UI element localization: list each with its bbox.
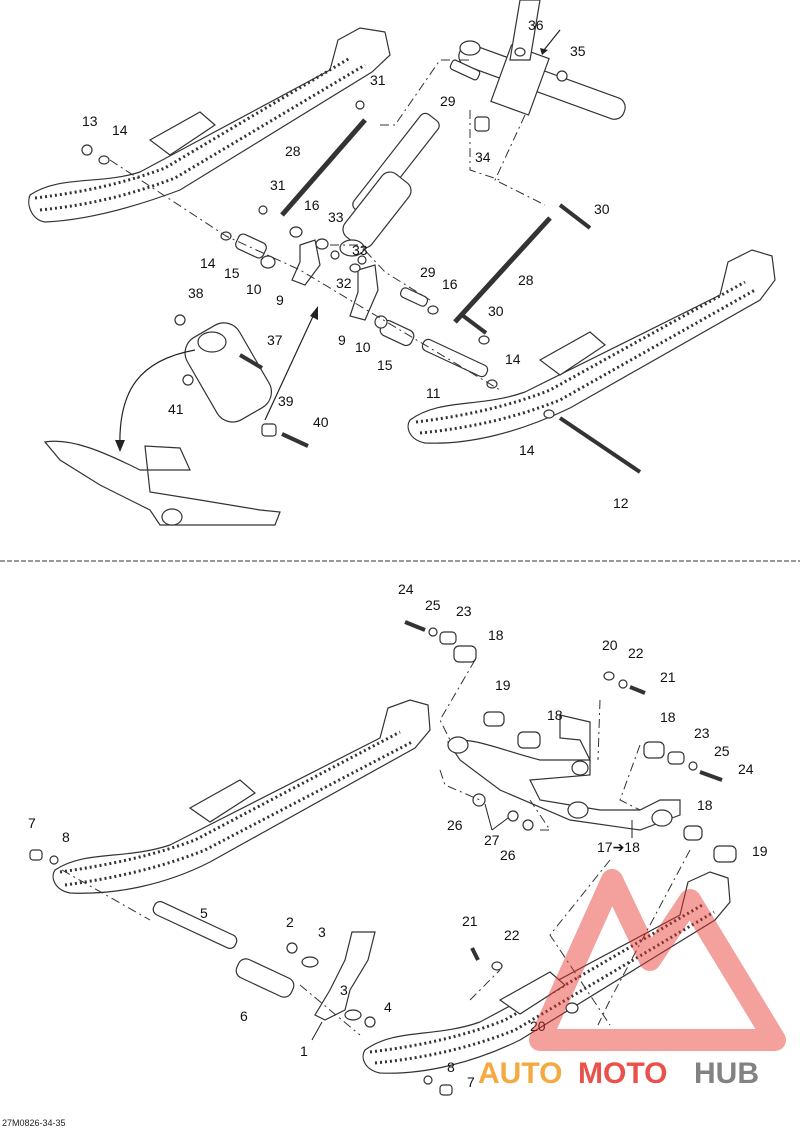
- callout-22-top: 22: [628, 645, 644, 661]
- callout-34: 34: [475, 149, 491, 165]
- callout-30-lower: 30: [488, 303, 504, 319]
- callout-20-top: 20: [602, 637, 618, 653]
- left-slide-rail: [28, 27, 391, 223]
- callout-36: 36: [528, 17, 544, 33]
- callout-18-top: 18: [488, 627, 504, 643]
- callout-17-to-18: 17➔18: [597, 839, 640, 855]
- callout-16-lower: 16: [442, 276, 458, 292]
- callout-16: 16: [304, 197, 320, 213]
- callout-15: 15: [224, 265, 240, 281]
- callout-7: 7: [28, 815, 36, 831]
- callout-39: 39: [278, 393, 294, 409]
- callout-9-lower: 9: [338, 332, 346, 348]
- right-slide-rail: [407, 249, 776, 444]
- callout-37: 37: [267, 332, 283, 348]
- bracket: [286, 931, 376, 1028]
- callout-29-lower: 29: [420, 264, 436, 280]
- callout-18-lower: 18: [697, 797, 713, 813]
- callout-40: 40: [313, 414, 329, 430]
- callout-30: 30: [594, 201, 610, 217]
- callout-7-lower: 7: [467, 1074, 475, 1090]
- center-shock-absorber: [339, 112, 440, 257]
- callout-31: 31: [370, 72, 386, 88]
- watermark-logo-mark: [529, 869, 786, 1051]
- callout-10: 10: [246, 281, 262, 297]
- callout-33-lower: 33: [352, 242, 368, 258]
- callout-4: 4: [384, 999, 392, 1015]
- rear-arm-reference: [43, 440, 281, 526]
- callout-18-mid: 18: [547, 707, 563, 723]
- callout-1: 1: [300, 1043, 308, 1059]
- callout-38: 38: [188, 285, 204, 301]
- watermark-moto: MOTO: [578, 1057, 667, 1090]
- callout-21-top: 21: [660, 669, 676, 685]
- upper-cross-shaft: [458, 0, 626, 120]
- callout-19-right: 19: [752, 843, 768, 859]
- watermark-auto: AUTO: [478, 1057, 562, 1090]
- callout-41: 41: [168, 401, 184, 417]
- callout-9: 9: [276, 292, 284, 308]
- callout-14-right: 14: [505, 351, 521, 367]
- callout-35: 35: [570, 43, 586, 59]
- callout-28-lower: 28: [518, 272, 534, 288]
- callout-33: 33: [328, 209, 344, 225]
- rear-shock-absorber: [174, 314, 309, 448]
- callout-5: 5: [200, 905, 208, 921]
- callout-18-right: 18: [660, 709, 676, 725]
- callout-24-right: 24: [738, 761, 754, 777]
- callout-32: 32: [336, 275, 352, 291]
- callout-27: 27: [484, 832, 500, 848]
- callout-21-bottom: 21: [462, 913, 478, 929]
- callout-19-top: 19: [495, 677, 511, 693]
- front-arm: [447, 714, 681, 831]
- callout-24: 24: [398, 581, 414, 597]
- callout-22-bottom: 22: [504, 927, 520, 943]
- callout-14-bottom: 14: [519, 442, 535, 458]
- callout-23: 23: [456, 603, 472, 619]
- callout-25-right: 25: [714, 743, 730, 759]
- top-assembly: [28, 0, 776, 526]
- callout-11: 11: [426, 385, 441, 401]
- callout-14-left: 14: [200, 255, 216, 271]
- automotohub-watermark: AUTO MOTO HUB: [478, 869, 786, 1090]
- callout-3-lower: 3: [340, 982, 348, 998]
- callout-14-top: 14: [112, 122, 128, 138]
- callout-31-lower: 31: [270, 177, 286, 193]
- lower-left-slide-rail: [52, 699, 431, 894]
- watermark-hub: HUB: [694, 1057, 759, 1090]
- callout-25: 25: [425, 597, 441, 613]
- callout-3: 3: [318, 924, 326, 940]
- callout-20-bottom: 20: [530, 1018, 546, 1034]
- callout-26: 26: [447, 817, 463, 833]
- callout-15-lower: 15: [377, 357, 393, 373]
- callout-28: 28: [285, 143, 301, 159]
- diagram-code: 27M0826-34-35: [2, 1118, 66, 1128]
- callout-29: 29: [440, 93, 456, 109]
- lower-right-slide-rail: [362, 871, 731, 1074]
- callout-10-lower: 10: [355, 339, 371, 355]
- bottom-assembly: [29, 620, 737, 1096]
- callout-8: 8: [62, 829, 70, 845]
- callout-6: 6: [240, 1008, 248, 1024]
- callout-23-right: 23: [694, 725, 710, 741]
- callout-12: 12: [613, 495, 629, 511]
- callout-13: 13: [82, 113, 98, 129]
- callout-8-lower: 8: [447, 1059, 455, 1075]
- callout-labels: 36 35 31 29 13 14 28 34 31 16 30 33 33 1…: [28, 17, 768, 1090]
- callout-2: 2: [286, 914, 294, 930]
- callout-26-lower: 26: [500, 847, 516, 863]
